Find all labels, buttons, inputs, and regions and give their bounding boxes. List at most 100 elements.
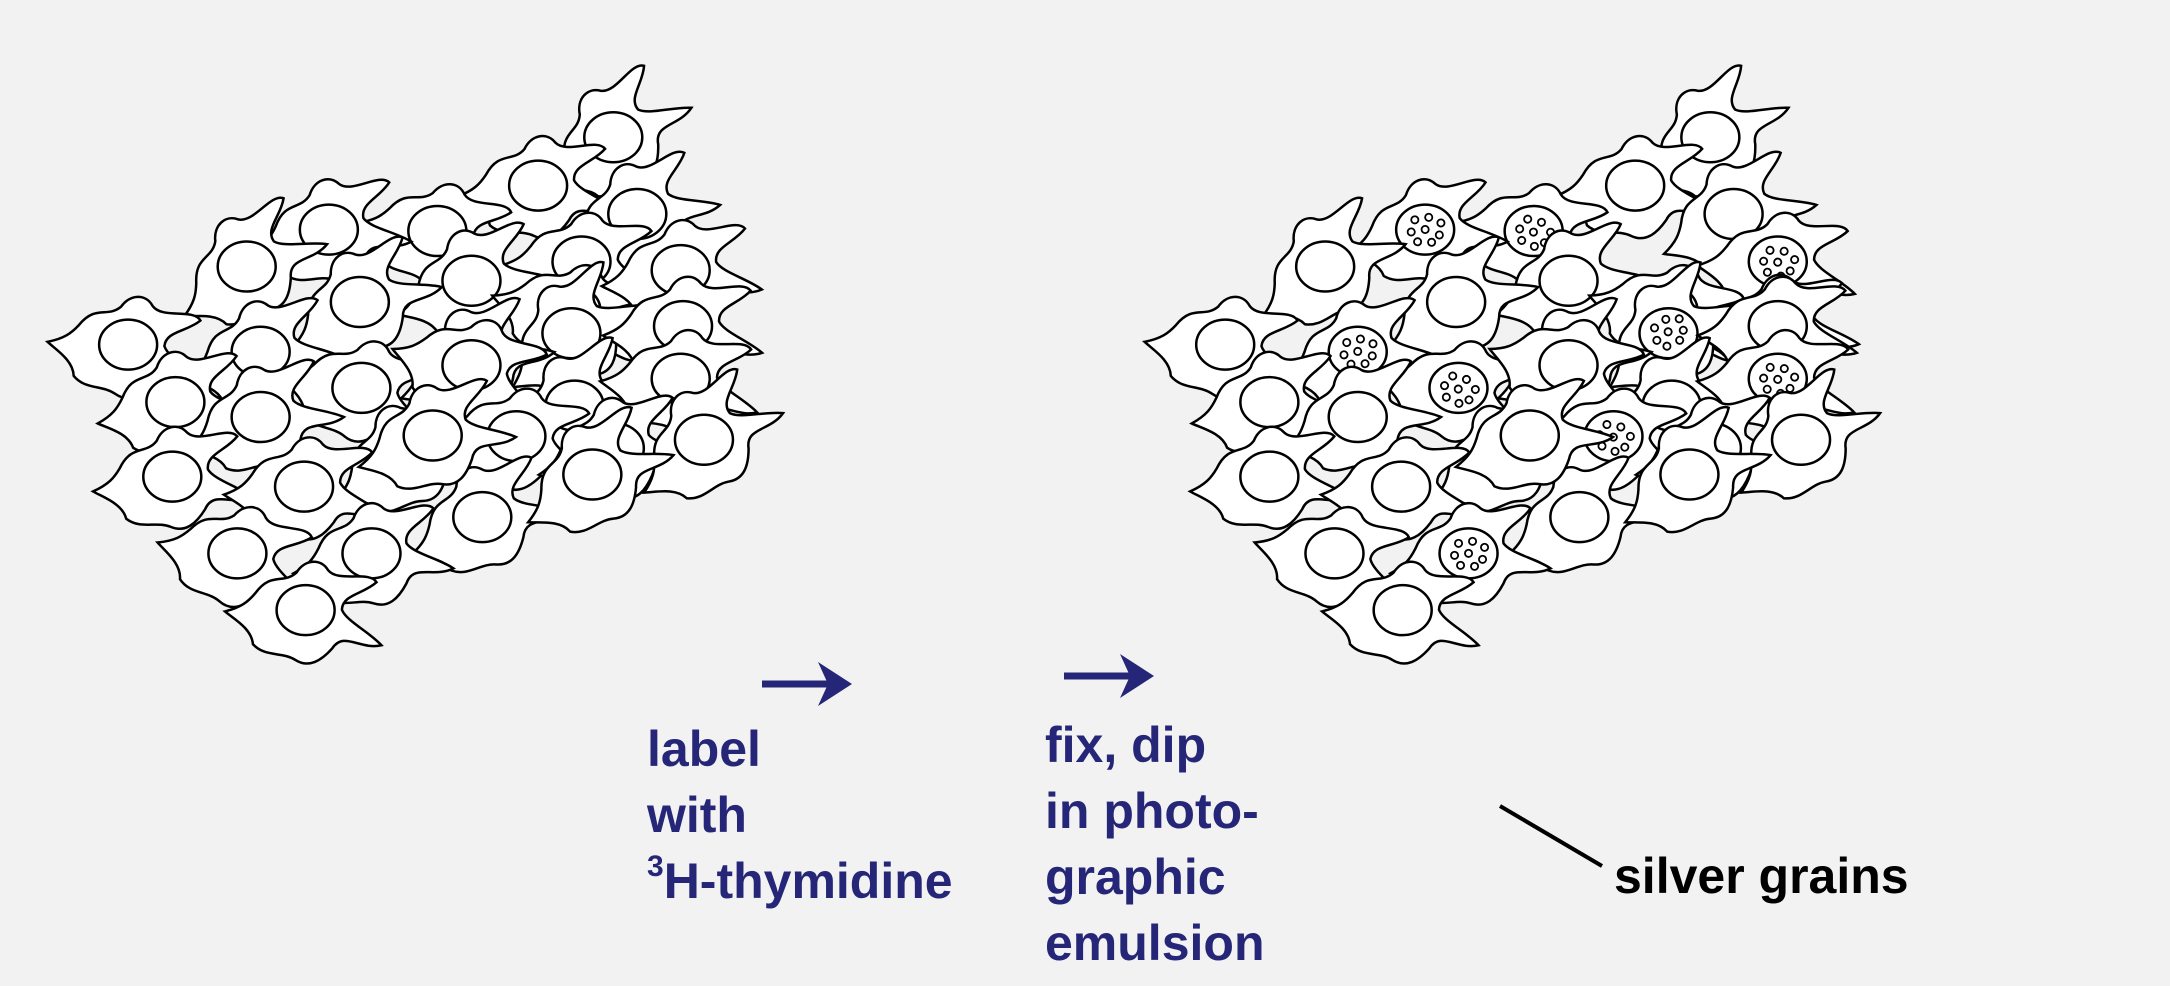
cell — [267, 224, 456, 378]
nucleus — [441, 254, 502, 307]
silver-grain — [1779, 246, 1789, 256]
nucleus — [1770, 413, 1832, 467]
cell — [217, 424, 395, 552]
silver-grain — [1339, 350, 1349, 360]
cell — [499, 393, 689, 553]
silver-grain — [1360, 359, 1370, 369]
step-2-line-1: fix, dip — [1045, 717, 1207, 773]
cell — [247, 175, 414, 285]
silver-grain — [1470, 384, 1480, 394]
nucleus — [230, 390, 291, 444]
nucleus — [1499, 409, 1561, 462]
silver-grain — [1450, 550, 1460, 560]
cell — [1134, 273, 1320, 420]
silver-grain — [1759, 373, 1769, 383]
silver-grain — [1523, 214, 1533, 224]
nucleus — [1372, 583, 1433, 637]
silver-grain — [1368, 339, 1378, 349]
nucleus — [329, 275, 391, 329]
silver-grain — [1678, 325, 1688, 335]
silver-grain — [1610, 446, 1620, 456]
silver-grain — [1436, 218, 1446, 228]
silver-grain — [1424, 212, 1434, 222]
nucleus — [1425, 275, 1487, 329]
unlabeled-cell-population — [37, 50, 802, 682]
step-1-line-1: label — [647, 721, 761, 777]
silver-grain — [1790, 372, 1800, 382]
nucleus — [1294, 240, 1356, 293]
silver-grain — [1759, 256, 1769, 266]
silver-grain — [1427, 237, 1437, 247]
nucleus — [145, 375, 206, 429]
labeled-cell — [1574, 246, 1766, 416]
silver-grain — [1410, 215, 1420, 225]
step-arrow-2 — [1064, 654, 1154, 698]
silver-grain — [1674, 314, 1684, 324]
nucleus — [1239, 375, 1300, 429]
nucleus — [402, 409, 463, 462]
silver-grain — [1762, 267, 1772, 277]
nucleus — [1239, 450, 1300, 503]
cell — [393, 446, 576, 587]
labeled-cell — [1389, 501, 1552, 606]
cell — [144, 476, 334, 636]
nucleus — [673, 413, 735, 467]
nucleus — [216, 240, 277, 293]
step-2-line-2: in photo- — [1045, 783, 1259, 839]
nucleus — [1370, 460, 1432, 513]
silver-grain — [1464, 395, 1474, 405]
nucleus — [1659, 448, 1720, 501]
silver-grain — [1650, 323, 1660, 333]
nucleus — [1327, 390, 1388, 444]
silver-grain — [1434, 230, 1444, 240]
cell — [1481, 213, 1661, 347]
silver-grain — [1456, 560, 1466, 570]
nucleus — [1604, 159, 1666, 212]
cell — [1596, 393, 1786, 553]
silver-grain — [1355, 334, 1365, 344]
silver-grain — [1663, 327, 1673, 337]
silver-grain — [1790, 255, 1800, 265]
step-arrow-1 — [762, 662, 852, 706]
silver-grain — [1461, 374, 1471, 384]
nucleus — [452, 490, 513, 544]
silver-grain — [1342, 338, 1352, 348]
nucleus — [275, 583, 336, 637]
labeled-cell-population — [1134, 50, 1899, 682]
silver-grain — [1454, 398, 1464, 408]
silver-grains-leader-line — [1498, 804, 1604, 868]
cell — [268, 312, 458, 469]
cell — [1186, 420, 1356, 536]
silver-grain — [1773, 374, 1783, 384]
nucleus — [97, 318, 159, 371]
nucleus — [1538, 254, 1599, 307]
silver-grain — [1470, 561, 1480, 571]
nucleus — [331, 361, 392, 415]
silver-grain — [1353, 346, 1363, 356]
cell — [153, 183, 344, 346]
silver-grains-label: silver grains — [1614, 848, 1909, 904]
silver-grain — [1367, 351, 1377, 361]
silver-grain — [1616, 422, 1626, 432]
silver-grain — [1661, 314, 1671, 324]
nucleus — [298, 203, 360, 256]
silver-grain — [1602, 420, 1612, 430]
nucleus — [273, 460, 335, 513]
silver-grain — [1779, 364, 1789, 374]
step-1-line-2: with — [647, 787, 747, 843]
step-2-label: fix, dip in photo- graphic emulsion — [1045, 712, 1264, 976]
silver-grain — [1454, 538, 1464, 548]
cell — [1706, 354, 1899, 522]
cell — [37, 273, 223, 420]
silver-grain — [1762, 384, 1772, 394]
nucleus — [1304, 527, 1365, 580]
silver-grain — [1420, 224, 1430, 234]
cell — [89, 420, 259, 536]
step-1-line-3: 3H-thymidine — [647, 848, 953, 914]
nucleus — [207, 527, 268, 580]
nucleus — [1549, 490, 1610, 544]
silver-grain — [1480, 542, 1490, 552]
cell — [1490, 446, 1673, 587]
step-2-line-4: emulsion — [1045, 915, 1265, 971]
